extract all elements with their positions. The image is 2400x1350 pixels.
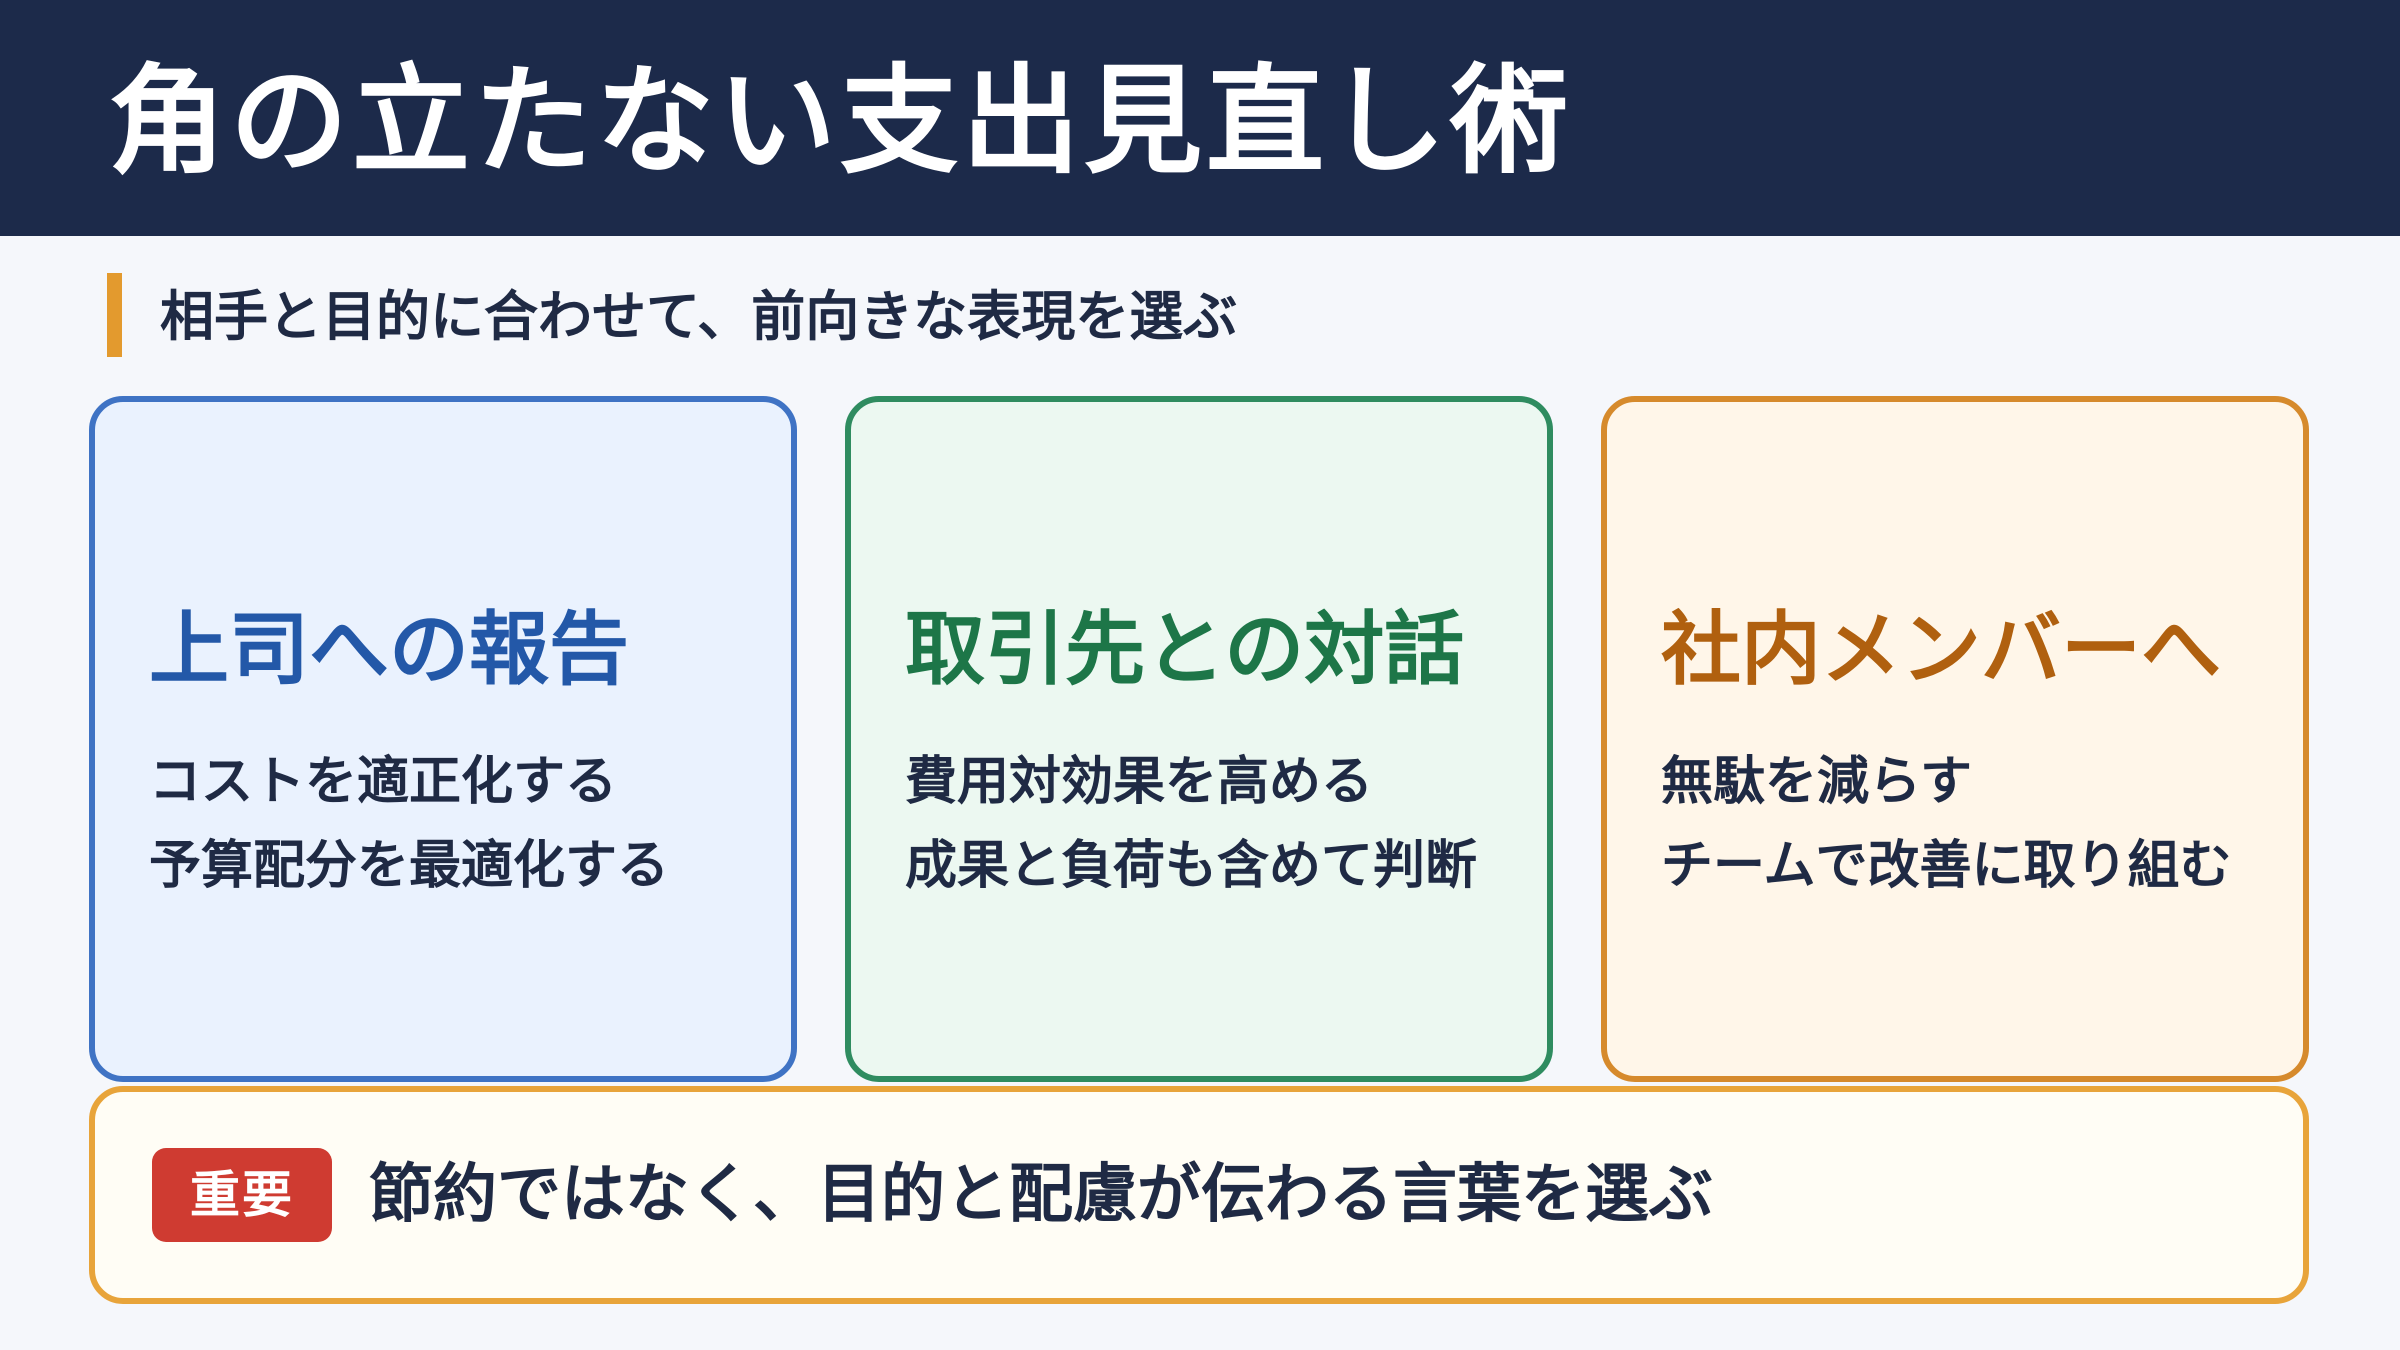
card-phrase-list: 費用対効果を高める 成果と負荷も含めて判断 — [905, 740, 1477, 908]
card-phrase: コストを適正化する — [149, 752, 618, 812]
card-client-dialogue: 取引先との対話 費用対効果を高める 成果と負荷も含めて判断 — [845, 396, 1553, 1082]
card-phrase: 費用対効果を高める — [905, 752, 1374, 812]
important-callout: 重要 節約ではなく、目的と配慮が伝わる言葉を選ぶ — [89, 1086, 2309, 1304]
header-banner: 角の立たない支出見直し術 — [0, 0, 2400, 236]
card-title: 取引先との対話 — [905, 603, 1465, 696]
card-boss-report: 上司への報告 コストを適正化する 予算配分を最適化する — [89, 396, 797, 1082]
subtitle-accent-bar — [107, 273, 122, 357]
page-title: 角の立たない支出見直し術 — [108, 52, 1573, 190]
card-phrase-list: 無駄を減らす チームで改善に取り組む — [1661, 740, 2231, 908]
card-phrase: チームで改善に取り組む — [1661, 836, 2232, 896]
card-title: 社内メンバーへ — [1661, 603, 2221, 696]
subtitle: 相手と目的に合わせて、前向きな表現を選ぶ — [160, 285, 1238, 348]
card-team-members: 社内メンバーへ 無駄を減らす チームで改善に取り組む — [1601, 396, 2309, 1082]
callout-text: 節約ではなく、目的と配慮が伝わる言葉を選ぶ — [369, 1158, 1713, 1232]
card-phrase-list: コストを適正化する 予算配分を最適化する — [149, 740, 669, 908]
card-phrase: 成果と負荷も含めて判断 — [905, 836, 1478, 896]
important-badge: 重要 — [152, 1148, 332, 1242]
card-phrase: 無駄を減らす — [1661, 752, 1972, 812]
card-phrase: 予算配分を最適化する — [149, 836, 670, 896]
card-title: 上司への報告 — [149, 603, 629, 696]
